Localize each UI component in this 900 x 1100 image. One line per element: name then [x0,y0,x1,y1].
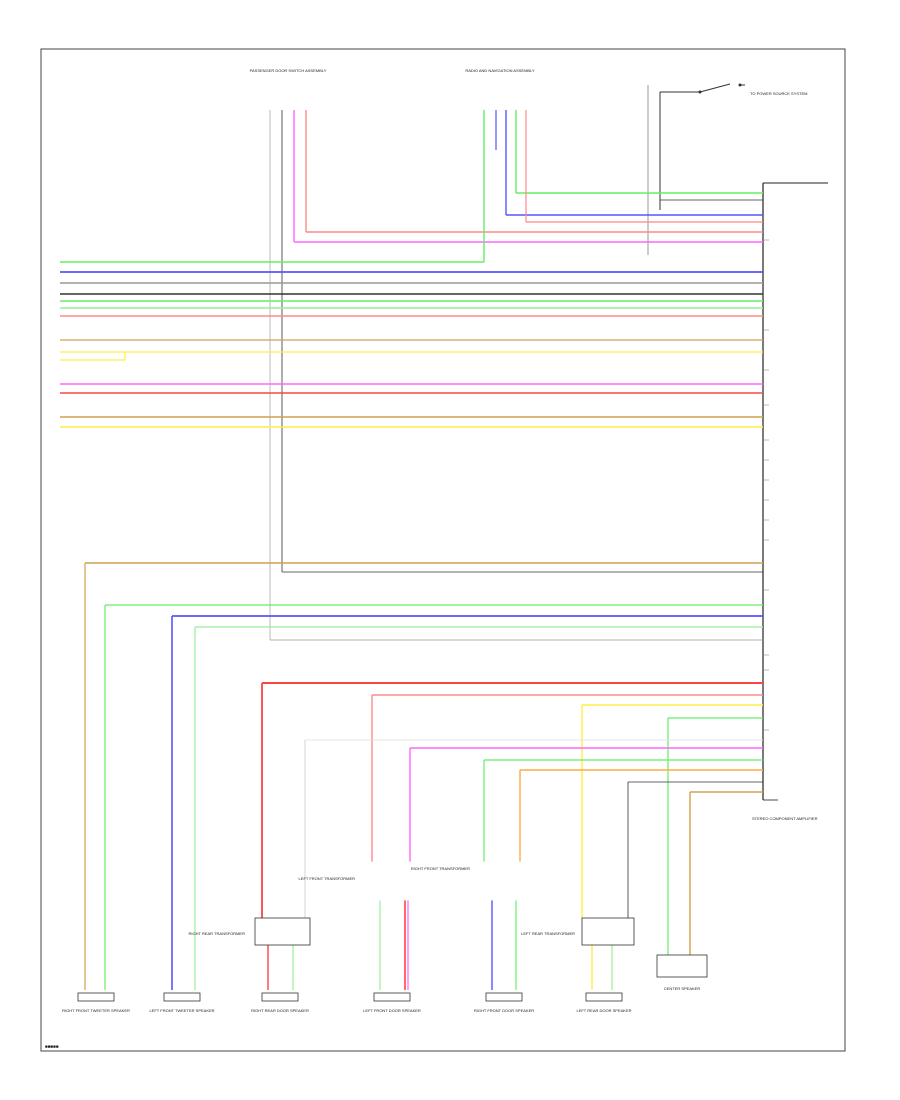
ecu-label: STEREO COMPONENT AMPLIFIER [752,816,818,821]
speaker-label: RIGHT FRONT TWEETER SPEAKER [62,1008,130,1013]
speaker-icon [485,992,523,1002]
transformer-left-front [364,861,423,901]
speaker-icon [585,992,623,1002]
speaker-symbols [77,992,623,1002]
door-switch-label: PASSENGER DOOR SWITCH ASSEMBLY [250,68,327,73]
transformer-right-front [477,861,536,901]
diagram-frame [40,48,846,1052]
transformer-label: RIGHT REAR TRANSFORMER [188,931,245,936]
center-speaker-label: CENTER SPEAKER [664,986,701,991]
radio-wires [483,110,763,262]
page-marker: ■■■■■ [45,1044,59,1049]
transformer-label: LEFT FRONT TRANSFORMER [299,876,356,881]
ecu-connector [762,182,828,801]
speaker-icon [163,992,201,1002]
power-switch [647,83,763,255]
transformer-boxes [254,861,635,946]
speaker-label: LEFT REAR DOOR SPEAKER [576,1008,631,1013]
radio-label: RADIO AND NAVIGATION ASSEMBLY [465,68,535,73]
speaker-bus [84,562,763,990]
ecu-pin-ticks [763,239,769,731]
door-switch-wires [269,110,763,640]
speaker-icon [77,992,115,1002]
center-speaker-box [656,954,708,978]
transformer-right-rear [254,917,311,946]
horizontal-bus [60,261,763,428]
transformer-left-rear [581,917,635,946]
speaker-label: RIGHT FRONT DOOR SPEAKER [474,1008,534,1013]
transformer-label: RIGHT FRONT TRANSFORMER [411,866,470,871]
speaker-icon [261,992,299,1002]
transformer-to-speaker [267,900,613,990]
speaker-label: LEFT FRONT TWEETER SPEAKER [149,1008,214,1013]
speaker-label: RIGHT REAR DOOR SPEAKER [251,1008,309,1013]
speaker-icon [373,992,411,1002]
transformer-label: LEFT REAR TRANSFORMER [521,931,575,936]
speaker-label: LEFT FRONT DOOR SPEAKER [363,1008,421,1013]
power-source-label: TO POWER SOURCE SYSTEM [750,91,808,96]
